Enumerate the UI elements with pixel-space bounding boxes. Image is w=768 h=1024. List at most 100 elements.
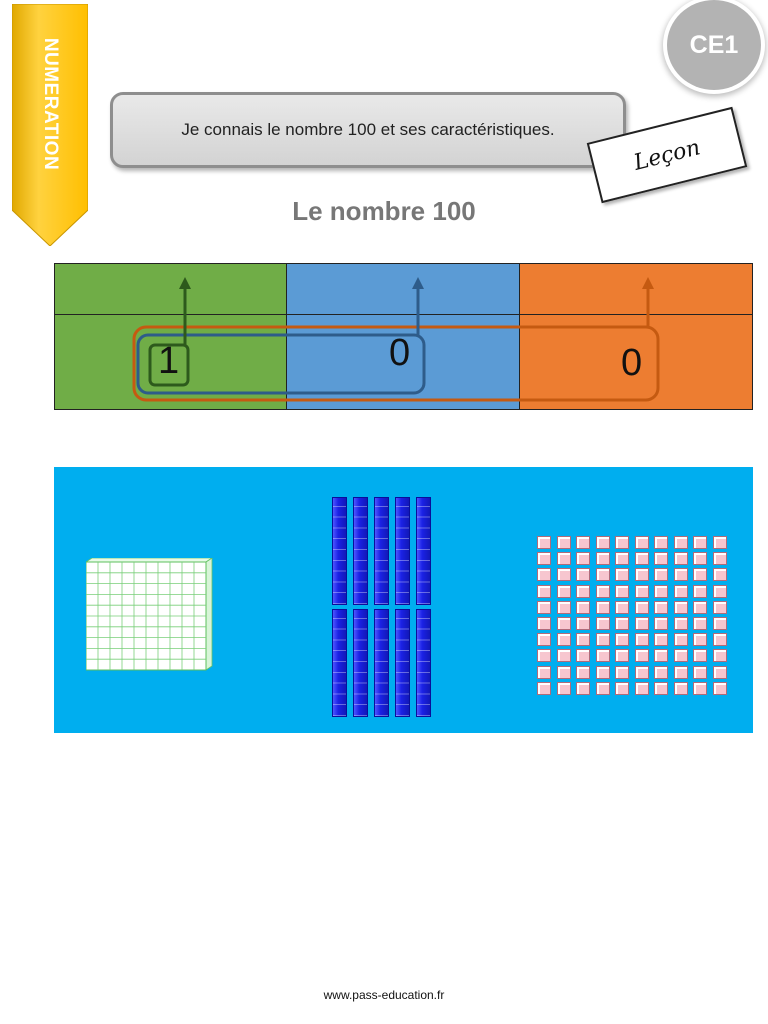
unit-cube: [654, 617, 668, 630]
unit-cube: [537, 552, 551, 565]
unit-cube: [635, 649, 649, 662]
unit-cube: [576, 666, 590, 679]
unit-cube: [654, 601, 668, 614]
unit-cube: [693, 568, 707, 581]
unit-cube: [596, 552, 610, 565]
unit-cube: [635, 617, 649, 630]
unit-cube: [674, 552, 688, 565]
unit-cube: [596, 617, 610, 630]
tens-digit: 0: [389, 332, 410, 375]
unit-cube: [615, 568, 629, 581]
unit-cube: [615, 617, 629, 630]
unit-cube: [596, 649, 610, 662]
unit-cube: [654, 666, 668, 679]
unit-cube: [557, 536, 571, 549]
unit-cube: [713, 666, 727, 679]
ribbon-label-wrap: NUMERATION: [12, 4, 88, 204]
unit-cube: [635, 568, 649, 581]
unit-cube: [713, 682, 727, 695]
unit-cube: [693, 617, 707, 630]
unit-cube: [537, 585, 551, 598]
unit-cube: [537, 633, 551, 646]
unit-cube: [557, 666, 571, 679]
unit-cubes-group: [537, 536, 729, 698]
unit-cube: [596, 536, 610, 549]
unit-cube: [576, 649, 590, 662]
unit-cube: [596, 585, 610, 598]
unit-cube: [654, 649, 668, 662]
unit-cube: [674, 666, 688, 679]
unit-cube: [576, 617, 590, 630]
unit-cube: [557, 649, 571, 662]
hundreds-header: [55, 264, 286, 315]
unit-cube: [615, 666, 629, 679]
objective-box: Je connais le nombre 100 et ses caractér…: [110, 92, 626, 168]
unit-cube: [654, 552, 668, 565]
unit-cube: [654, 585, 668, 598]
unit-cube: [674, 617, 688, 630]
unit-cube: [576, 682, 590, 695]
level-badge: CE1: [667, 0, 761, 90]
unit-cube: [615, 633, 629, 646]
unit-cube: [635, 601, 649, 614]
unit-cube: [674, 682, 688, 695]
unit-cube: [537, 666, 551, 679]
lesson-label: Leçon: [631, 135, 702, 176]
unit-cube: [537, 601, 551, 614]
unit-cube: [654, 568, 668, 581]
unit-cube: [654, 633, 668, 646]
unit-cube: [557, 585, 571, 598]
page-title: Le nombre 100: [0, 196, 768, 227]
unit-cube: [596, 601, 610, 614]
units-header: [520, 264, 752, 315]
unit-cube: [635, 552, 649, 565]
unit-cube: [557, 633, 571, 646]
units-column: [519, 263, 753, 410]
unit-cube: [713, 617, 727, 630]
unit-cube: [576, 601, 590, 614]
unit-cube: [635, 585, 649, 598]
unit-cube: [713, 552, 727, 565]
ten-rod: [416, 497, 431, 605]
unit-cube: [693, 666, 707, 679]
unit-cube: [693, 633, 707, 646]
unit-cube: [713, 601, 727, 614]
unit-cube: [615, 585, 629, 598]
unit-cube: [576, 536, 590, 549]
unit-cube: [537, 682, 551, 695]
unit-cube: [557, 552, 571, 565]
unit-cube: [596, 568, 610, 581]
unit-cube: [674, 568, 688, 581]
unit-cube: [713, 536, 727, 549]
unit-cube: [654, 536, 668, 549]
unit-cube: [615, 536, 629, 549]
unit-cube: [674, 601, 688, 614]
unit-cube: [557, 617, 571, 630]
unit-cube: [537, 617, 551, 630]
tens-header: [287, 264, 519, 315]
ten-rod: [332, 497, 347, 605]
unit-cube: [713, 633, 727, 646]
unit-cube: [635, 536, 649, 549]
unit-cube: [537, 649, 551, 662]
unit-cube: [693, 552, 707, 565]
unit-cube: [557, 682, 571, 695]
level-label: CE1: [690, 31, 739, 60]
hundreds-column: [54, 263, 287, 410]
unit-cube: [674, 585, 688, 598]
unit-cube: [693, 601, 707, 614]
unit-cube: [674, 649, 688, 662]
unit-cube: [596, 682, 610, 695]
ten-rod: [353, 497, 368, 605]
unit-cube: [615, 649, 629, 662]
unit-cube: [713, 585, 727, 598]
ten-rod: [395, 497, 410, 605]
unit-cube: [713, 649, 727, 662]
ten-rod: [332, 609, 347, 717]
unit-cube: [576, 633, 590, 646]
unit-cube: [635, 666, 649, 679]
unit-cube: [713, 568, 727, 581]
unit-cube: [654, 682, 668, 695]
unit-cube: [635, 633, 649, 646]
hundreds-digit: 1: [158, 340, 179, 383]
